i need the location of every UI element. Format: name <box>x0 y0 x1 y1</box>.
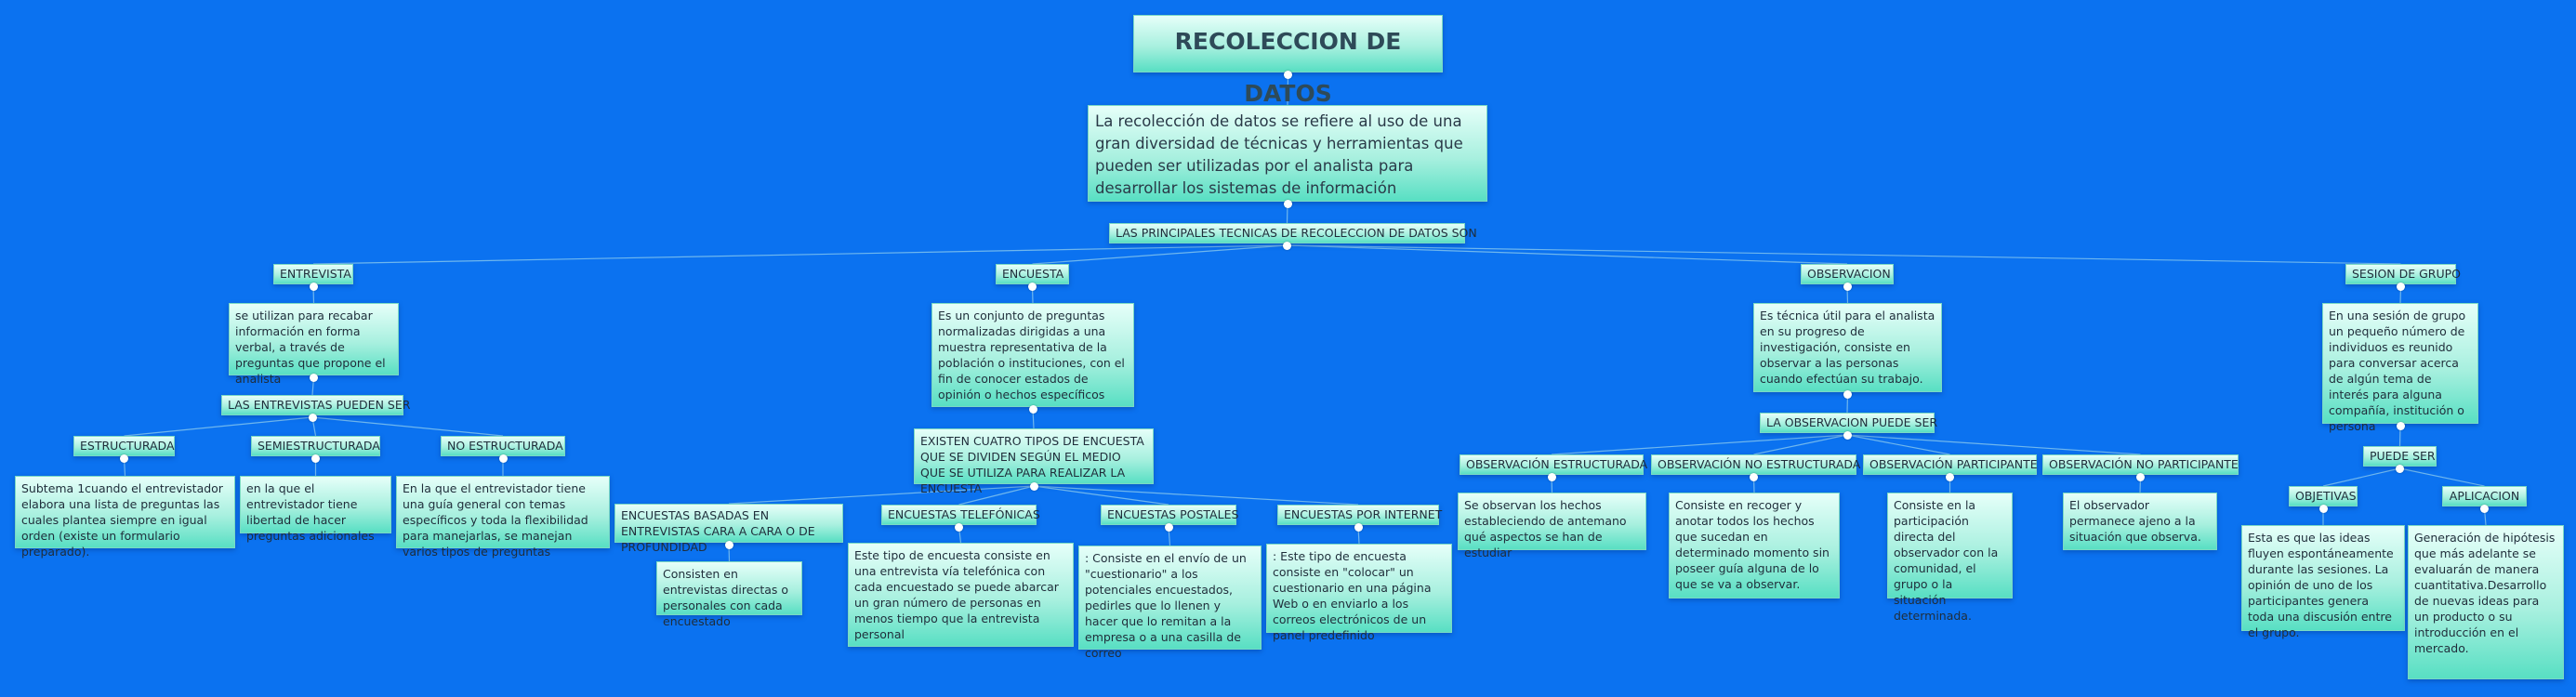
connector-dot <box>1843 282 1852 291</box>
main-techniques-label[interactable]: LAS PRINCIPALES TECNICAS DE RECOLECCION … <box>1109 223 1477 243</box>
connector-dot <box>1028 404 1037 414</box>
connector-line <box>1287 244 2401 265</box>
observacion-sub-label[interactable]: LA OBSERVACION PUEDE SER <box>1760 413 1937 433</box>
connector-dot <box>498 454 508 463</box>
connector-dot <box>1284 70 1292 79</box>
observacion-estructurada-desc[interactable]: Se observan los hechos estableciendo de … <box>1458 493 1646 559</box>
encuesta-type-cara-a-cara[interactable]: ENCUESTAS BASADAS EN ENTREVISTAS CARA A … <box>614 504 843 554</box>
connector-dot <box>2318 504 2328 513</box>
observacion-participante-desc[interactable]: Consiste en la participación directa del… <box>1887 493 2013 623</box>
connector-line <box>728 485 1035 505</box>
entrevista-estructurada-desc[interactable]: Subtema 1cuando el entrevistador elabora… <box>15 476 235 559</box>
entrevista-sub-label[interactable]: LAS ENTREVISTAS PUEDEN SER <box>221 395 410 415</box>
connector-line <box>1551 434 1848 455</box>
entrevista-type-no-estructurada[interactable]: NO ESTRUCTURADA <box>441 436 565 456</box>
observacion-no-estructurada-desc[interactable]: Consiste en recoger y anotar todos los h… <box>1669 493 1840 598</box>
encuesta-label[interactable]: ENCUESTA <box>996 264 1069 284</box>
observacion-type-estructurada[interactable]: OBSERVACIÓN ESTRUCTURADA <box>1460 454 1647 475</box>
connector-line <box>2399 467 2485 487</box>
intro-node[interactable]: La recolección de datos se refiere al us… <box>1088 105 1487 202</box>
sesion-type-aplicacion[interactable]: APLICACION <box>2442 486 2527 506</box>
connector-dot <box>1946 472 1954 481</box>
connector-dot <box>2136 472 2145 481</box>
sesion-objetivas-desc[interactable]: Esta es que las ideas fluyen espontáneam… <box>2241 525 2405 639</box>
encuesta-cara-a-cara-desc[interactable]: Consisten en entrevistas directas o pers… <box>656 561 802 628</box>
sesion-aplicacion-desc[interactable]: Generación de hipótesis que más adelante… <box>2408 525 2564 679</box>
connector-dot <box>2480 504 2489 513</box>
sesion-sub-label[interactable]: PUEDE SER <box>2363 446 2437 467</box>
entrevista-type-estructurada[interactable]: ESTRUCTURADA <box>73 436 175 456</box>
observacion-type-participante[interactable]: OBSERVACIÓN PARTICIPANTE <box>1863 454 2038 475</box>
connector-line <box>124 416 313 437</box>
connector-dot <box>2397 282 2405 291</box>
entrevista-type-semiestructurada[interactable]: SEMIESTRUCTURADA <box>251 436 380 456</box>
connector-dot <box>1283 199 1292 208</box>
sesion-label[interactable]: SESION DE GRUPO <box>2345 264 2461 284</box>
connector-dot <box>308 413 317 422</box>
entrevista-semiestructurada-desc[interactable]: en la que el entrevistador tiene liberta… <box>240 476 391 543</box>
connector-dot <box>120 454 128 463</box>
connector-line <box>1846 434 1950 455</box>
encuesta-sub-label[interactable]: EXISTEN CUATRO TIPOS DE ENCUESTA QUE SE … <box>914 428 1154 495</box>
encuesta-type-telefonicas[interactable]: ENCUESTAS TELEFÓNICAS <box>881 505 1040 525</box>
connector-line <box>1033 485 1169 506</box>
encuesta-telefonicas-desc[interactable]: Este tipo de encuesta consiste en una en… <box>848 543 1074 647</box>
encuesta-desc[interactable]: Es un conjunto de preguntas normalizadas… <box>931 303 1134 407</box>
connector-dot <box>1547 472 1556 481</box>
connector-dot <box>955 522 963 532</box>
map-title[interactable]: RECOLECCION DE DATOS <box>1133 15 1443 107</box>
connector-dot <box>309 282 318 291</box>
connector-dot <box>1354 522 1363 532</box>
connector-dot <box>311 454 320 463</box>
entrevista-desc[interactable]: se utilizan para recabar información en … <box>229 303 399 386</box>
connector-dot <box>724 540 733 549</box>
encuesta-type-postales[interactable]: ENCUESTAS POSTALES <box>1101 505 1238 525</box>
connector-dot <box>1283 241 1291 250</box>
encuesta-internet-desc[interactable]: : Este tipo de encuesta consiste en "col… <box>1266 544 1452 642</box>
connector-line <box>312 244 1288 265</box>
connector-dot <box>310 373 318 382</box>
connector-line <box>1033 485 1359 506</box>
connector-dot <box>1843 389 1852 399</box>
connector-line <box>1287 244 1848 265</box>
connector-line <box>1032 244 1288 265</box>
connector-dot <box>1750 472 1758 481</box>
connector-line <box>311 416 504 437</box>
connector-dot <box>2396 421 2405 430</box>
connector-dot <box>1164 522 1173 532</box>
connector-line <box>1846 434 2141 455</box>
sesion-type-objetivas[interactable]: OBJETIVAS <box>2289 486 2358 506</box>
encuesta-postales-desc[interactable]: : Consiste en el envío de un "cuestionar… <box>1078 546 1262 660</box>
observacion-type-no-estructurada[interactable]: OBSERVACIÓN NO ESTRUCTURADA <box>1651 454 1860 475</box>
connector-dot <box>2396 464 2404 473</box>
encuesta-type-internet[interactable]: ENCUESTAS POR INTERNET <box>1277 505 1442 525</box>
observacion-desc[interactable]: Es técnica útil para el analista en su p… <box>1753 303 1942 392</box>
observacion-no-participante-desc[interactable]: El observador permanece ajeno a la situa… <box>2063 493 2217 550</box>
connector-line <box>1753 434 1848 455</box>
entrevista-no-estructurada-desc[interactable]: En la que el entrevistador tiene una guí… <box>396 476 610 559</box>
connector-dot <box>1843 430 1852 440</box>
observacion-type-no-participante[interactable]: OBSERVACIÓN NO PARTICIPANTE <box>2042 454 2239 475</box>
entrevista-label[interactable]: ENTREVISTA <box>273 264 353 284</box>
connector-dot <box>1028 282 1037 291</box>
connector-line <box>2322 467 2400 487</box>
observacion-label[interactable]: OBSERVACION <box>1801 264 1894 284</box>
sesion-desc[interactable]: En una sesión de grupo un pequeño número… <box>2322 303 2478 433</box>
connector-dot <box>1029 481 1038 491</box>
